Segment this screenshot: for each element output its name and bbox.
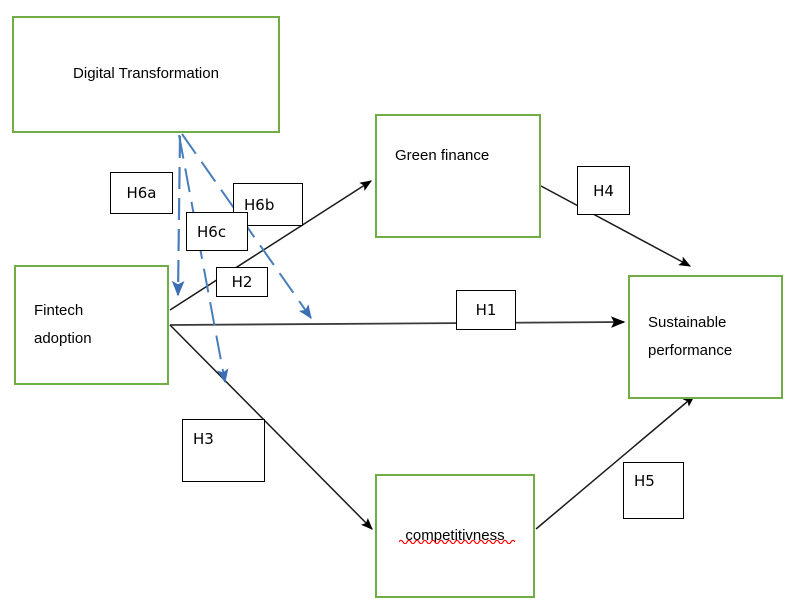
hypothesis-label-h6a[interactable]: H6a <box>110 172 173 214</box>
hypothesis-label-h1[interactable]: H1 <box>456 290 516 330</box>
hypothesis-label-h2-text: H2 <box>231 273 253 291</box>
node-label-fintech-adoption: Fintech adoption <box>34 301 92 348</box>
hypothesis-label-h4-text: H4 <box>593 181 614 200</box>
node-label-sustainable-performance: Sustainable performance <box>648 313 733 360</box>
hypothesis-label-h6b-text: H6b <box>244 195 275 214</box>
node-label-digital-transformation: Digital Transformation <box>73 65 219 83</box>
hypothesis-label-h5-text: H5 <box>634 472 655 490</box>
hypothesis-label-h1-text: H1 <box>475 301 497 319</box>
hypothesis-label-h4[interactable]: H4 <box>577 166 630 215</box>
node-label-competitivness: competitivness <box>405 526 505 544</box>
hypothesis-label-h3-text: H3 <box>193 430 214 448</box>
hypothesis-label-h5[interactable]: H5 <box>623 462 684 519</box>
node-competitivness[interactable]: competitivness <box>375 474 535 598</box>
hypothesis-label-h2[interactable]: H2 <box>216 267 268 297</box>
hypothesis-label-h6c[interactable]: H6c <box>186 212 248 251</box>
edge-fintech-to-sustainable <box>169 316 626 328</box>
edge-dt-moderates-fintech-sustainable <box>171 135 185 297</box>
hypothesis-label-h3[interactable]: H3 <box>182 419 265 482</box>
hypothesis-label-h6c-text: H6c <box>197 222 227 241</box>
edge-dt-moderates-fintech-competitivness <box>178 134 229 384</box>
node-green-finance[interactable]: Green finance <box>375 114 541 238</box>
hypothesis-label-h6b[interactable]: H6b <box>233 183 303 226</box>
node-label-green-finance: Green finance <box>395 147 490 164</box>
hypothesis-label-h6a-text: H6a <box>126 184 157 202</box>
node-fintech-adoption[interactable]: Fintech adoption <box>14 265 169 385</box>
node-sustainable-performance[interactable]: Sustainable performance <box>628 275 783 399</box>
node-digital-transformation[interactable]: Digital Transformation <box>12 16 280 133</box>
